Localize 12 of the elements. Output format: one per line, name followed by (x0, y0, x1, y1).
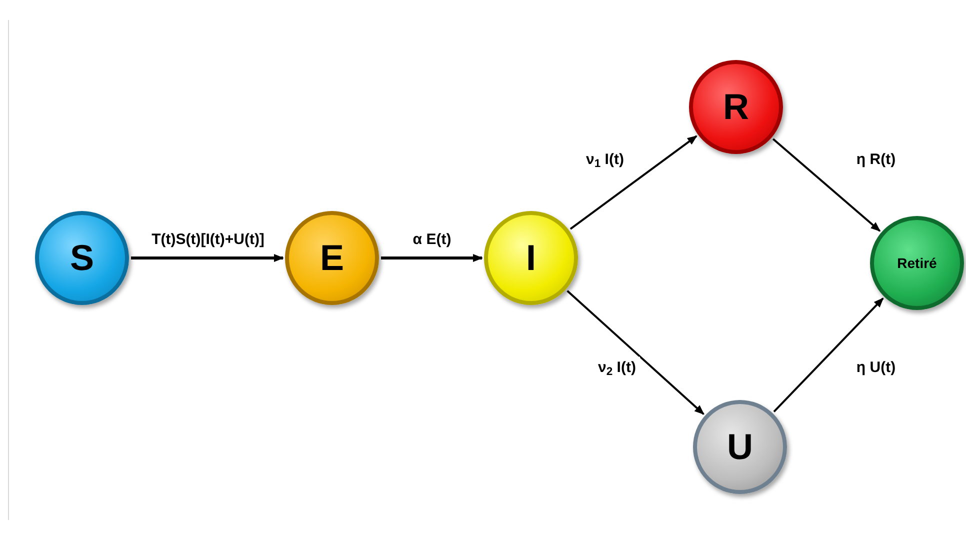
state-label: Retiré (897, 254, 937, 273)
state-label: U (727, 427, 753, 467)
arrow (570, 135, 698, 230)
state-label: S (70, 238, 94, 278)
arrow (131, 254, 284, 262)
state-label: I (526, 238, 536, 278)
state-label: R (723, 87, 749, 127)
arrow (772, 138, 881, 232)
arrow (566, 290, 704, 415)
arrow (381, 254, 483, 262)
arrow (773, 298, 884, 412)
state-label: E (320, 238, 344, 278)
